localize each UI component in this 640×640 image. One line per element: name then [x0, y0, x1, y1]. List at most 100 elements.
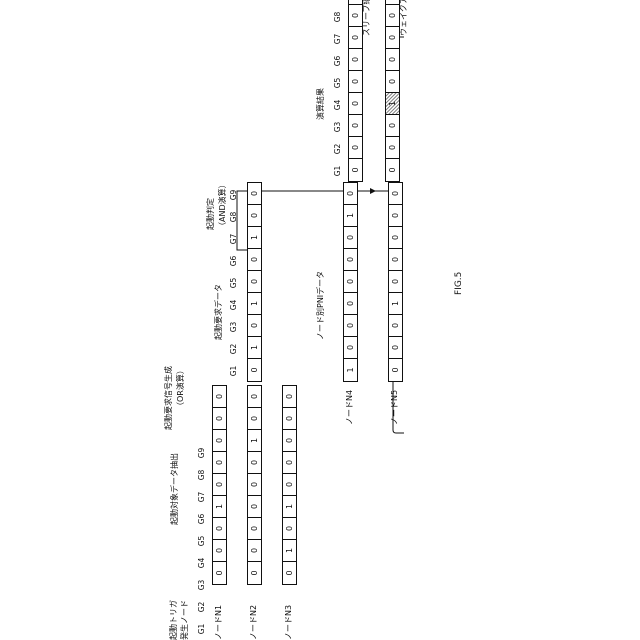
cell-g7: 0: [386, 27, 399, 49]
cell-g6: 0: [248, 452, 261, 474]
column-header-g6: G6: [230, 250, 238, 272]
cell-g5: 0: [213, 474, 226, 496]
cell-g9: 0: [213, 386, 226, 408]
column-header-g2: G2: [230, 338, 238, 360]
cell-g1: 0: [386, 159, 399, 181]
wake-request-label: 起動要求データ: [215, 284, 223, 340]
pn-node-name-4: ノードN4: [346, 390, 354, 425]
pn-label: ノード別PNIデータ: [317, 271, 325, 340]
cell-g4: 1: [283, 496, 296, 518]
cell-g4: 0: [349, 93, 362, 115]
column-header-g9: G9: [198, 442, 206, 464]
node-name-2: ノードN2: [250, 605, 258, 640]
cell-g1: 0: [283, 562, 296, 584]
cell-g7: 1: [248, 430, 261, 452]
extraction-label: 起動対象データ抽出: [171, 453, 179, 525]
cell-g8: 0: [213, 408, 226, 430]
column-header-g1: G1: [198, 618, 206, 640]
pn-row-4: 100000010: [343, 182, 358, 382]
cell-g7: 0: [283, 430, 296, 452]
cell-g5: 0: [344, 271, 357, 293]
cell-g2: 0: [344, 337, 357, 359]
cell-g2: 1: [248, 337, 261, 359]
cell-g8: 0: [283, 408, 296, 430]
column-header-g4: G4: [334, 94, 342, 116]
node-row-1: 000100000: [212, 385, 227, 585]
column-header-g7: G7: [230, 228, 238, 250]
column-header-g2: G2: [334, 138, 342, 160]
cell-g4: 0: [344, 293, 357, 315]
node-name-3: ノードN3: [285, 605, 293, 640]
cell-g6: 0: [283, 452, 296, 474]
trigger-header-line1: 起動トリガ: [170, 600, 178, 640]
cell-g5: 0: [386, 71, 399, 93]
column-header-g5: G5: [198, 530, 206, 552]
cell-g6: 0: [386, 49, 399, 71]
column-header-g8: G8: [198, 464, 206, 486]
cell-g3: 0: [389, 315, 402, 337]
cell-g2: 1: [283, 540, 296, 562]
column-header-g5: G5: [334, 72, 342, 94]
cell-g4: 1: [213, 496, 226, 518]
cell-g4: 0: [248, 496, 261, 518]
cell-g8: 0: [248, 205, 261, 227]
column-header-g3: G3: [230, 316, 238, 338]
cell-g9: 0: [248, 386, 261, 408]
result-label: 演算結果: [317, 88, 325, 120]
cell-g1: 0: [248, 562, 261, 584]
column-header-g1: G1: [230, 360, 238, 382]
pn-node-name-5: ノードN5: [391, 390, 399, 425]
cell-g2: 0: [213, 540, 226, 562]
figure-label: FIG.5: [455, 272, 464, 295]
cell-g5: 0: [283, 474, 296, 496]
column-header-g9: G9: [334, 0, 342, 6]
cell-g7: 1: [248, 227, 261, 249]
column-header-g5: G5: [230, 272, 238, 294]
cell-g1: 1: [344, 359, 357, 381]
column-header-g7: G7: [334, 28, 342, 50]
cell-g2: 0: [349, 137, 362, 159]
node-row-3: 010100000: [282, 385, 297, 585]
result-name-2: ウェイクアップ: [400, 0, 408, 36]
result-row-1: 000000000: [348, 0, 363, 182]
cell-g8: 0: [349, 5, 362, 27]
cell-g2: 0: [386, 137, 399, 159]
cell-g2: 0: [389, 337, 402, 359]
cell-g1: 0: [389, 359, 402, 381]
cell-g3: 0: [349, 115, 362, 137]
cell-g6: 0: [248, 249, 261, 271]
cell-g5: 0: [248, 271, 261, 293]
cell-g6: 0: [389, 249, 402, 271]
cell-g9: 0: [248, 183, 261, 205]
cell-g6: 0: [349, 49, 362, 71]
node-name-1: ノードN1: [215, 605, 223, 640]
cell-g3: 0: [283, 518, 296, 540]
cell-g4: 1: [386, 93, 399, 115]
pn-row-5: 000100000: [388, 182, 403, 382]
result-name-1: スリープ継続: [363, 0, 371, 36]
column-header-g3: G3: [198, 574, 206, 596]
node-row-2: 000000100: [247, 385, 262, 585]
column-header-g7: G7: [198, 486, 206, 508]
cell-g3: 0: [248, 518, 261, 540]
column-header-g8: G8: [230, 206, 238, 228]
cell-g7: 0: [389, 227, 402, 249]
and-label-line1: 起動判定: [207, 198, 215, 230]
cell-g9: 0: [283, 386, 296, 408]
column-header-g1: G1: [334, 160, 342, 182]
cell-g9: 0: [349, 0, 362, 5]
cell-g6: 0: [344, 249, 357, 271]
cell-g7: 0: [349, 27, 362, 49]
cell-g9: 0: [389, 183, 402, 205]
cell-g6: 0: [213, 452, 226, 474]
cell-g7: 0: [344, 227, 357, 249]
column-header-g4: G4: [198, 552, 206, 574]
and-arrowhead: [370, 188, 376, 194]
cell-g5: 0: [389, 271, 402, 293]
cell-g9: 0: [344, 183, 357, 205]
wake-request-data-row: 010100100: [247, 182, 262, 382]
cell-g3: 0: [248, 315, 261, 337]
cell-g1: 0: [248, 359, 261, 381]
or-label-line1: 起動要求信号生成: [165, 366, 173, 430]
